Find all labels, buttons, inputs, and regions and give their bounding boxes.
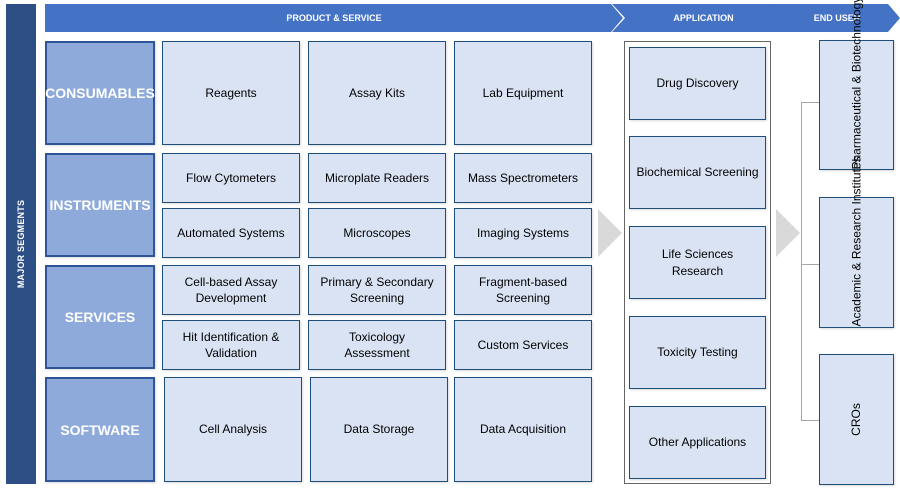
- header-product-service: PRODUCT & SERVICE: [45, 4, 623, 32]
- segment-item-label: Fragment-based Screening: [478, 274, 568, 305]
- flow-arrow-icon: [598, 209, 622, 257]
- category-software: SOFTWARE: [45, 377, 155, 482]
- application-toxicity-testing: Toxicity Testing: [629, 316, 766, 389]
- header-application-label: APPLICATION: [673, 13, 734, 23]
- end-user-label: Academic & Research Institutes: [849, 156, 863, 327]
- connector-line: [801, 102, 819, 103]
- segment-item-cell-based-assay-development: Cell-based Assay Development: [162, 265, 300, 315]
- segment-item-mass-spectrometers: Mass Spectrometers: [454, 153, 592, 203]
- segment-item-data-acquisition: Data Acquisition: [454, 377, 592, 482]
- segment-item-label: Imaging Systems: [476, 225, 570, 240]
- segment-item-label: Assay Kits: [348, 85, 405, 100]
- segment-item-label: Custom Services: [477, 337, 569, 352]
- segment-item-reagents: Reagents: [162, 41, 300, 145]
- category-services: SERVICES: [45, 265, 155, 369]
- major-segments-label: MAJOR SEGMENTS: [16, 199, 26, 289]
- connector-line: [801, 420, 819, 421]
- application-other-applications: Other Applications: [629, 406, 766, 479]
- segment-item-label: Data Storage: [343, 422, 415, 437]
- segment-item-imaging-systems: Imaging Systems: [454, 208, 592, 258]
- segment-item-label: Flow Cytometers: [185, 170, 277, 185]
- segment-item-label: Lab Equipment: [482, 85, 564, 100]
- application-label: Biochemical Screening: [636, 165, 759, 180]
- category-label: INSTRUMENTS: [49, 197, 151, 213]
- segment-item-label: Toxicology Assessment: [344, 329, 410, 360]
- segment-item-primary-secondary-screening: Primary & Secondary Screening: [308, 265, 446, 315]
- category-instruments: INSTRUMENTS: [45, 153, 155, 257]
- segment-item-label: Reagents: [205, 85, 257, 100]
- segment-item-label: Microplate Readers: [324, 170, 430, 185]
- header-application: APPLICATION: [612, 4, 787, 32]
- end-user-cros: CROs: [819, 354, 894, 485]
- segment-item-lab-equipment: Lab Equipment: [454, 41, 592, 145]
- flow-arrow-icon: [776, 209, 800, 257]
- end-user-label: Pharmaceutical & Biotechnology Companies: [849, 0, 863, 169]
- segment-item-label: Primary & Secondary Screening: [320, 274, 434, 305]
- segment-item-microscopes: Microscopes: [308, 208, 446, 258]
- segment-item-custom-services: Custom Services: [454, 320, 592, 370]
- application-drug-discovery: Drug Discovery: [629, 47, 766, 120]
- segment-item-label: Mass Spectrometers: [467, 170, 579, 185]
- application-biochemical-screening: Biochemical Screening: [629, 136, 766, 209]
- application-life-sciences-research: Life Sciences Research: [629, 226, 766, 299]
- segment-item-toxicology-assessment: Toxicology Assessment: [308, 320, 446, 370]
- end-user-label: CROs: [849, 403, 863, 436]
- end-user-pharma-biotech: Pharmaceutical & Biotechnology Companies: [819, 0, 894, 170]
- application-label: Other Applications: [648, 435, 747, 450]
- category-label: SERVICES: [64, 309, 136, 325]
- segment-item-fragment-based-screening: Fragment-based Screening: [454, 265, 592, 315]
- application-label: Life Sciences Research: [661, 247, 734, 278]
- application-label: Toxicity Testing: [657, 345, 738, 360]
- connector-line: [801, 264, 819, 265]
- segment-item-cell-analysis: Cell Analysis: [164, 377, 302, 482]
- segment-item-assay-kits: Assay Kits: [308, 41, 446, 145]
- segment-item-data-storage: Data Storage: [310, 377, 448, 482]
- segment-item-microplate-readers: Microplate Readers: [308, 153, 446, 203]
- application-label: Drug Discovery: [656, 76, 739, 91]
- segment-item-label: Hit Identification & Validation: [182, 329, 280, 360]
- major-segments-bar: MAJOR SEGMENTS: [6, 4, 36, 484]
- end-user-academic-research: Academic & Research Institutes: [819, 156, 894, 328]
- category-label: SOFTWARE: [60, 421, 140, 438]
- connector-line: [801, 102, 802, 420]
- header-end-user-label: END USER: [813, 13, 861, 23]
- segment-item-label: Cell-based Assay Development: [184, 274, 278, 305]
- segment-item-label: Microscopes: [343, 225, 411, 240]
- category-consumables: CONSUMABLES: [45, 41, 155, 145]
- header-product-service-label: PRODUCT & SERVICE: [286, 13, 382, 23]
- segment-item-label: Automated Systems: [177, 225, 285, 240]
- segment-item-flow-cytometers: Flow Cytometers: [162, 153, 300, 203]
- segment-item-hit-identification-validation: Hit Identification & Validation: [162, 320, 300, 370]
- segment-item-automated-systems: Automated Systems: [162, 208, 300, 258]
- segment-item-label: Data Acquisition: [479, 422, 567, 437]
- header-end-user: END USER: [770, 4, 900, 32]
- category-label: CONSUMABLES: [45, 85, 155, 101]
- segment-item-label: Cell Analysis: [198, 422, 268, 437]
